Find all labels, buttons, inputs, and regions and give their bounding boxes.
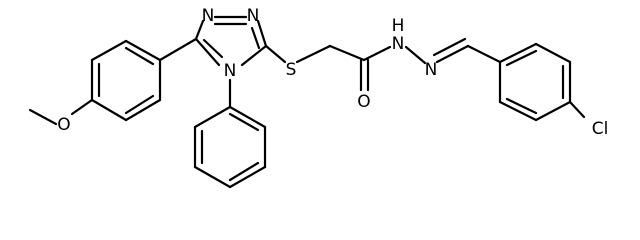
atom-h: H — [392, 16, 405, 36]
bond-meoph-5 — [124, 98, 162, 122]
bond-n4-c3 — [194, 37, 221, 67]
bond-meoph-1 — [124, 39, 162, 62]
bond-clph-cl — [568, 100, 586, 119]
bond-n2-c5-double — [250, 26, 261, 50]
bond-clph-2 — [534, 42, 572, 64]
bond-meoph-4 — [90, 98, 128, 122]
bond-n-ch-double — [432, 37, 467, 57]
bond-meoph-2 — [90, 39, 128, 62]
bond-ph-6 — [193, 105, 232, 129]
bond-clph-4 — [534, 100, 572, 122]
bond-clph-1-double — [505, 49, 538, 67]
bond-nh-n — [404, 45, 427, 65]
bond-c3-n4-double — [202, 38, 224, 59]
bond-ph-4 — [193, 165, 232, 189]
bond-c5-s — [264, 44, 287, 64]
bond-c5-n4 — [240, 44, 268, 67]
bond-clph-5 — [498, 100, 538, 122]
bond-ph-3-double — [228, 161, 260, 182]
bond-ph-1 — [228, 105, 267, 129]
bonds — [28, 15, 586, 189]
bond-meoph-1-double — [124, 46, 155, 66]
bond-n-ch — [435, 44, 470, 64]
bond-ph-3 — [228, 165, 267, 189]
structure-diagram: N N N S H N N O O Cl — [28, 6, 608, 189]
bond-clph-5-double — [505, 97, 538, 115]
atom-cl: Cl — [592, 119, 609, 139]
bond-ch-aryl — [466, 44, 502, 64]
atom-labels: N N N S H N N O O Cl — [57, 6, 608, 139]
atom-n4: N — [224, 61, 237, 81]
atom-o-methoxy: O — [57, 115, 70, 135]
bond-ph-1-double — [228, 112, 260, 132]
atom-n2: N — [247, 6, 260, 26]
molecule-drawing: N N N S H N N O O Cl — [28, 6, 608, 189]
bond-n2-c5 — [256, 19, 268, 48]
bond-clph-1 — [498, 42, 538, 64]
bond-s-ch2 — [295, 44, 332, 64]
atom-nh: N — [392, 34, 405, 54]
bond-meoph-5-double — [124, 94, 155, 115]
bond-carbonyl-nh — [362, 45, 392, 62]
bond-o-methyl — [28, 108, 58, 126]
bond-c3-n1 — [194, 19, 205, 41]
atom-n-imine: N — [425, 60, 438, 80]
atom-s: S — [286, 60, 297, 80]
atom-n1: N — [202, 6, 215, 26]
bond-meoph-o — [70, 98, 94, 116]
bond-ch2-carbonyl — [328, 44, 366, 62]
atom-o-carbonyl: O — [357, 92, 370, 112]
bond-c3-aryl — [158, 37, 198, 62]
